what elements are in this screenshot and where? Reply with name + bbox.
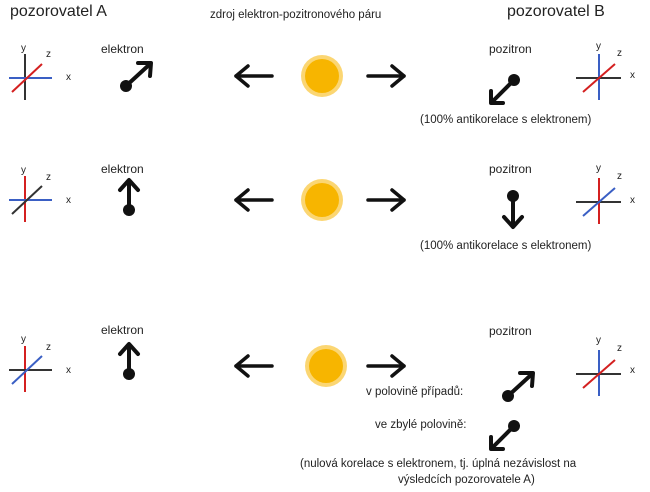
- axis-label-y: y: [21, 334, 26, 345]
- positron-spin-diagonal-down-icon: [489, 74, 520, 105]
- sun-source-icon: [301, 55, 343, 97]
- electron-label: elektron: [101, 323, 144, 337]
- coordinate-axes-left-1: [9, 54, 52, 100]
- left-arrow-icon: [234, 354, 274, 378]
- right-arrow-icon: [366, 188, 406, 212]
- positron-label: pozitron: [489, 42, 532, 56]
- half-cases-label: v polovině případů:: [366, 386, 464, 398]
- axis-label-x: x: [66, 195, 71, 206]
- zero-correlation-note-line1: (nulová korelace s elektronem, tj. úplná…: [300, 458, 577, 470]
- axis-label-x: x: [630, 195, 635, 206]
- right-arrow-icon: [366, 354, 406, 378]
- axis-label-x: x: [630, 365, 635, 376]
- axis-label-z: z: [617, 171, 622, 182]
- axis-label-x: x: [66, 72, 71, 83]
- axis-label-y: y: [21, 165, 26, 176]
- axis-label-z: z: [46, 342, 51, 353]
- coordinate-axes-right-2: [576, 178, 621, 224]
- anticorrelation-note: (100% antikorelace s elektronem): [420, 240, 592, 252]
- electron-spin-diagonal-up-icon: [120, 61, 153, 92]
- coordinate-axes-right-3: [576, 350, 621, 396]
- observer-b-heading: pozorovatel B: [507, 3, 605, 20]
- sun-source-icon: [301, 179, 343, 221]
- electron-spin-up-icon: [118, 178, 140, 216]
- zero-correlation-note-line2: výsledcích pozorovatele A): [398, 474, 535, 486]
- axis-label-z: z: [617, 48, 622, 59]
- remaining-half-label: ve zbylé polovině:: [375, 419, 467, 431]
- positron-label: pozitron: [489, 162, 532, 176]
- positron-spin-down-icon: [502, 190, 524, 229]
- source-heading: zdroj elektron-pozitronového páru: [210, 9, 382, 21]
- coordinate-axes-left-3: [9, 346, 52, 392]
- axis-label-z: z: [46, 172, 51, 183]
- axis-label-x: x: [630, 70, 635, 81]
- axis-label-x: x: [66, 365, 71, 376]
- left-arrow-icon: [234, 64, 274, 88]
- axis-label-y: y: [596, 163, 601, 174]
- coordinate-axes-right-1: [576, 54, 621, 100]
- coordinate-axes-left-2: [9, 176, 52, 222]
- right-arrow-icon: [366, 64, 406, 88]
- axis-label-y: y: [596, 41, 601, 52]
- left-arrow-icon: [234, 188, 274, 212]
- electron-spin-up-icon: [118, 342, 140, 380]
- axis-label-y: y: [596, 335, 601, 346]
- axis-label-z: z: [617, 343, 622, 354]
- electron-label: elektron: [101, 42, 144, 56]
- positron-spin-diagonal-down-icon: [489, 420, 520, 451]
- observer-a-heading: pozorovatel A: [10, 3, 107, 20]
- electron-label: elektron: [101, 162, 144, 176]
- axis-label-y: y: [21, 43, 26, 54]
- positron-spin-diagonal-up-icon: [502, 371, 535, 402]
- positron-label: pozitron: [489, 324, 532, 338]
- sun-source-icon: [305, 345, 347, 387]
- anticorrelation-note: (100% antikorelace s elektronem): [420, 114, 592, 126]
- axis-label-z: z: [46, 49, 51, 60]
